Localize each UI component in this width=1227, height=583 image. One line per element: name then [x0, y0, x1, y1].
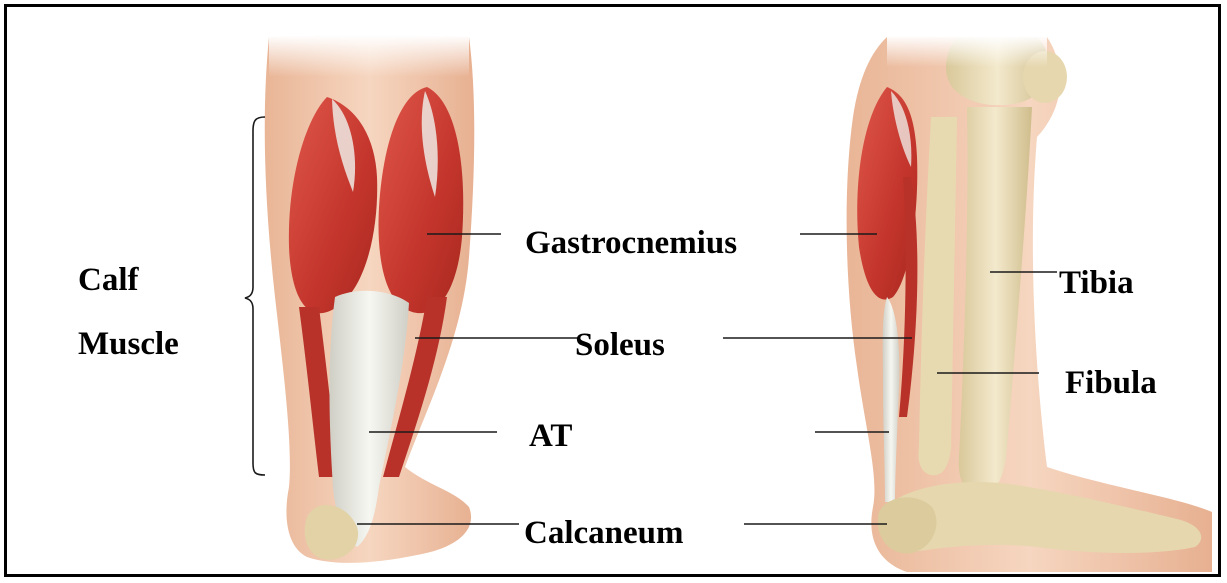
calf-label: Calf: [78, 264, 139, 297]
fibula-label: Fibula: [1065, 367, 1157, 400]
lateral-leg-view: [847, 35, 1212, 572]
diagram-frame: Calf Muscle Gastrocnemius Soleus AT Calc…: [4, 4, 1221, 577]
tibia-label: Tibia: [1059, 267, 1134, 300]
calcaneum-label: Calcaneum: [524, 517, 684, 550]
muscle-label: Muscle: [78, 328, 179, 361]
posterior-leg-view: [265, 35, 475, 563]
gastrocnemius-label: Gastrocnemius: [525, 227, 737, 260]
soleus-label: Soleus: [575, 329, 665, 362]
calf-muscle-bracket: [245, 117, 265, 475]
leg-anatomy-illustration: [7, 7, 1218, 574]
at-label: AT: [529, 420, 572, 453]
